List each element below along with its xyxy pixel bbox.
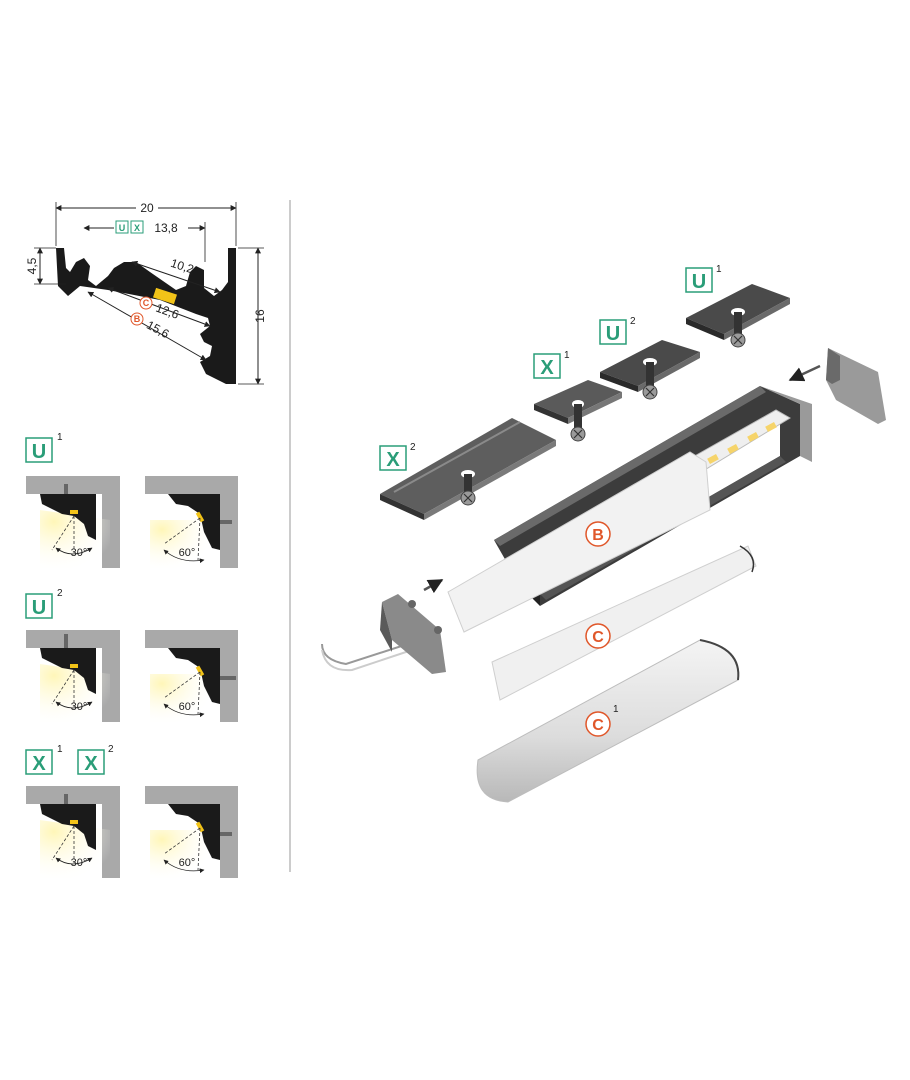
clip-u1-tag: U — [692, 271, 706, 293]
mount-sup-u2: 2 — [57, 588, 63, 599]
profile-shape — [56, 248, 236, 384]
cover-c-tag: C — [143, 298, 150, 308]
end-cap-left — [321, 578, 446, 674]
angle-x-b: 60° — [179, 857, 196, 869]
clip-x2: X 2 — [379, 418, 556, 520]
clip-u2-tag: U — [606, 323, 620, 345]
cover-c: C — [491, 545, 757, 701]
dim-inner-width: 13,8 — [154, 221, 178, 235]
clip-x1: X 1 — [533, 350, 622, 442]
inner-tag-u: U — [119, 223, 126, 233]
inner-tag-x: X — [134, 223, 140, 233]
clip-x2-sup: 2 — [410, 442, 416, 453]
mount-sup-u1: 1 — [57, 432, 63, 443]
cover-b-label: B — [592, 527, 604, 544]
angle-u1-a: 30° — [71, 547, 88, 559]
mount-tag-u1: U — [32, 441, 46, 463]
cover-b-tag: B — [134, 314, 141, 324]
cover-c-label: C — [592, 629, 604, 646]
dim-width-total: 20 — [140, 201, 154, 215]
mount-diagram-u1-60: 60° — [145, 476, 238, 568]
mount-diagram-u2-60: 60° — [145, 630, 238, 722]
cover-c1-sup: 1 — [613, 704, 619, 715]
clip-x1-tag: X — [540, 357, 554, 379]
clip-u1-sup: 1 — [716, 264, 722, 275]
mount-tag-x1: X — [32, 753, 46, 775]
mounting-x: X 1 X 2 30° 60° — [25, 744, 238, 878]
mount-sup-x2: 2 — [108, 744, 114, 755]
clip-x2-tag: X — [386, 449, 400, 471]
mount-sup-x1: 1 — [57, 744, 63, 755]
mount-tag-u2: U — [32, 597, 46, 619]
profile-cross-section: 20 U X 13,8 4,5 16 10,2 C 12,6 B 15,6 — [25, 200, 267, 385]
clip-x1-sup: 1 — [564, 350, 570, 361]
mounting-u1: U 1 30° 60° — [25, 432, 238, 568]
angle-x-a: 30° — [71, 857, 88, 869]
cover-c1: C 1 — [476, 639, 740, 803]
mount-diagram-u2-30: 30° — [26, 630, 120, 722]
clip-u2: U 2 — [599, 316, 700, 400]
mount-diagram-x-60: 60° — [145, 786, 238, 878]
dim-height: 16 — [253, 309, 267, 323]
mount-tag-x2: X — [84, 753, 98, 775]
dim-lens-width: 10,2 — [169, 256, 196, 277]
end-cap-right — [788, 348, 886, 424]
cover-b: B — [447, 451, 711, 633]
angle-u2-a: 30° — [71, 701, 88, 713]
angle-u1-b: 60° — [179, 547, 196, 559]
clip-u1: U 1 — [685, 264, 790, 348]
mounting-u2: U 2 30° 60° — [25, 588, 238, 722]
angle-u2-b: 60° — [179, 701, 196, 713]
cover-c1-label: C — [592, 717, 604, 734]
mount-diagram-x-30: 30° — [26, 786, 120, 878]
mount-diagram-u1-30: 30° — [26, 476, 120, 568]
clip-u2-sup: 2 — [630, 316, 636, 327]
dim-depth: 4,5 — [25, 257, 39, 274]
exploded-view: U 1 U 2 X 1 — [321, 264, 886, 803]
